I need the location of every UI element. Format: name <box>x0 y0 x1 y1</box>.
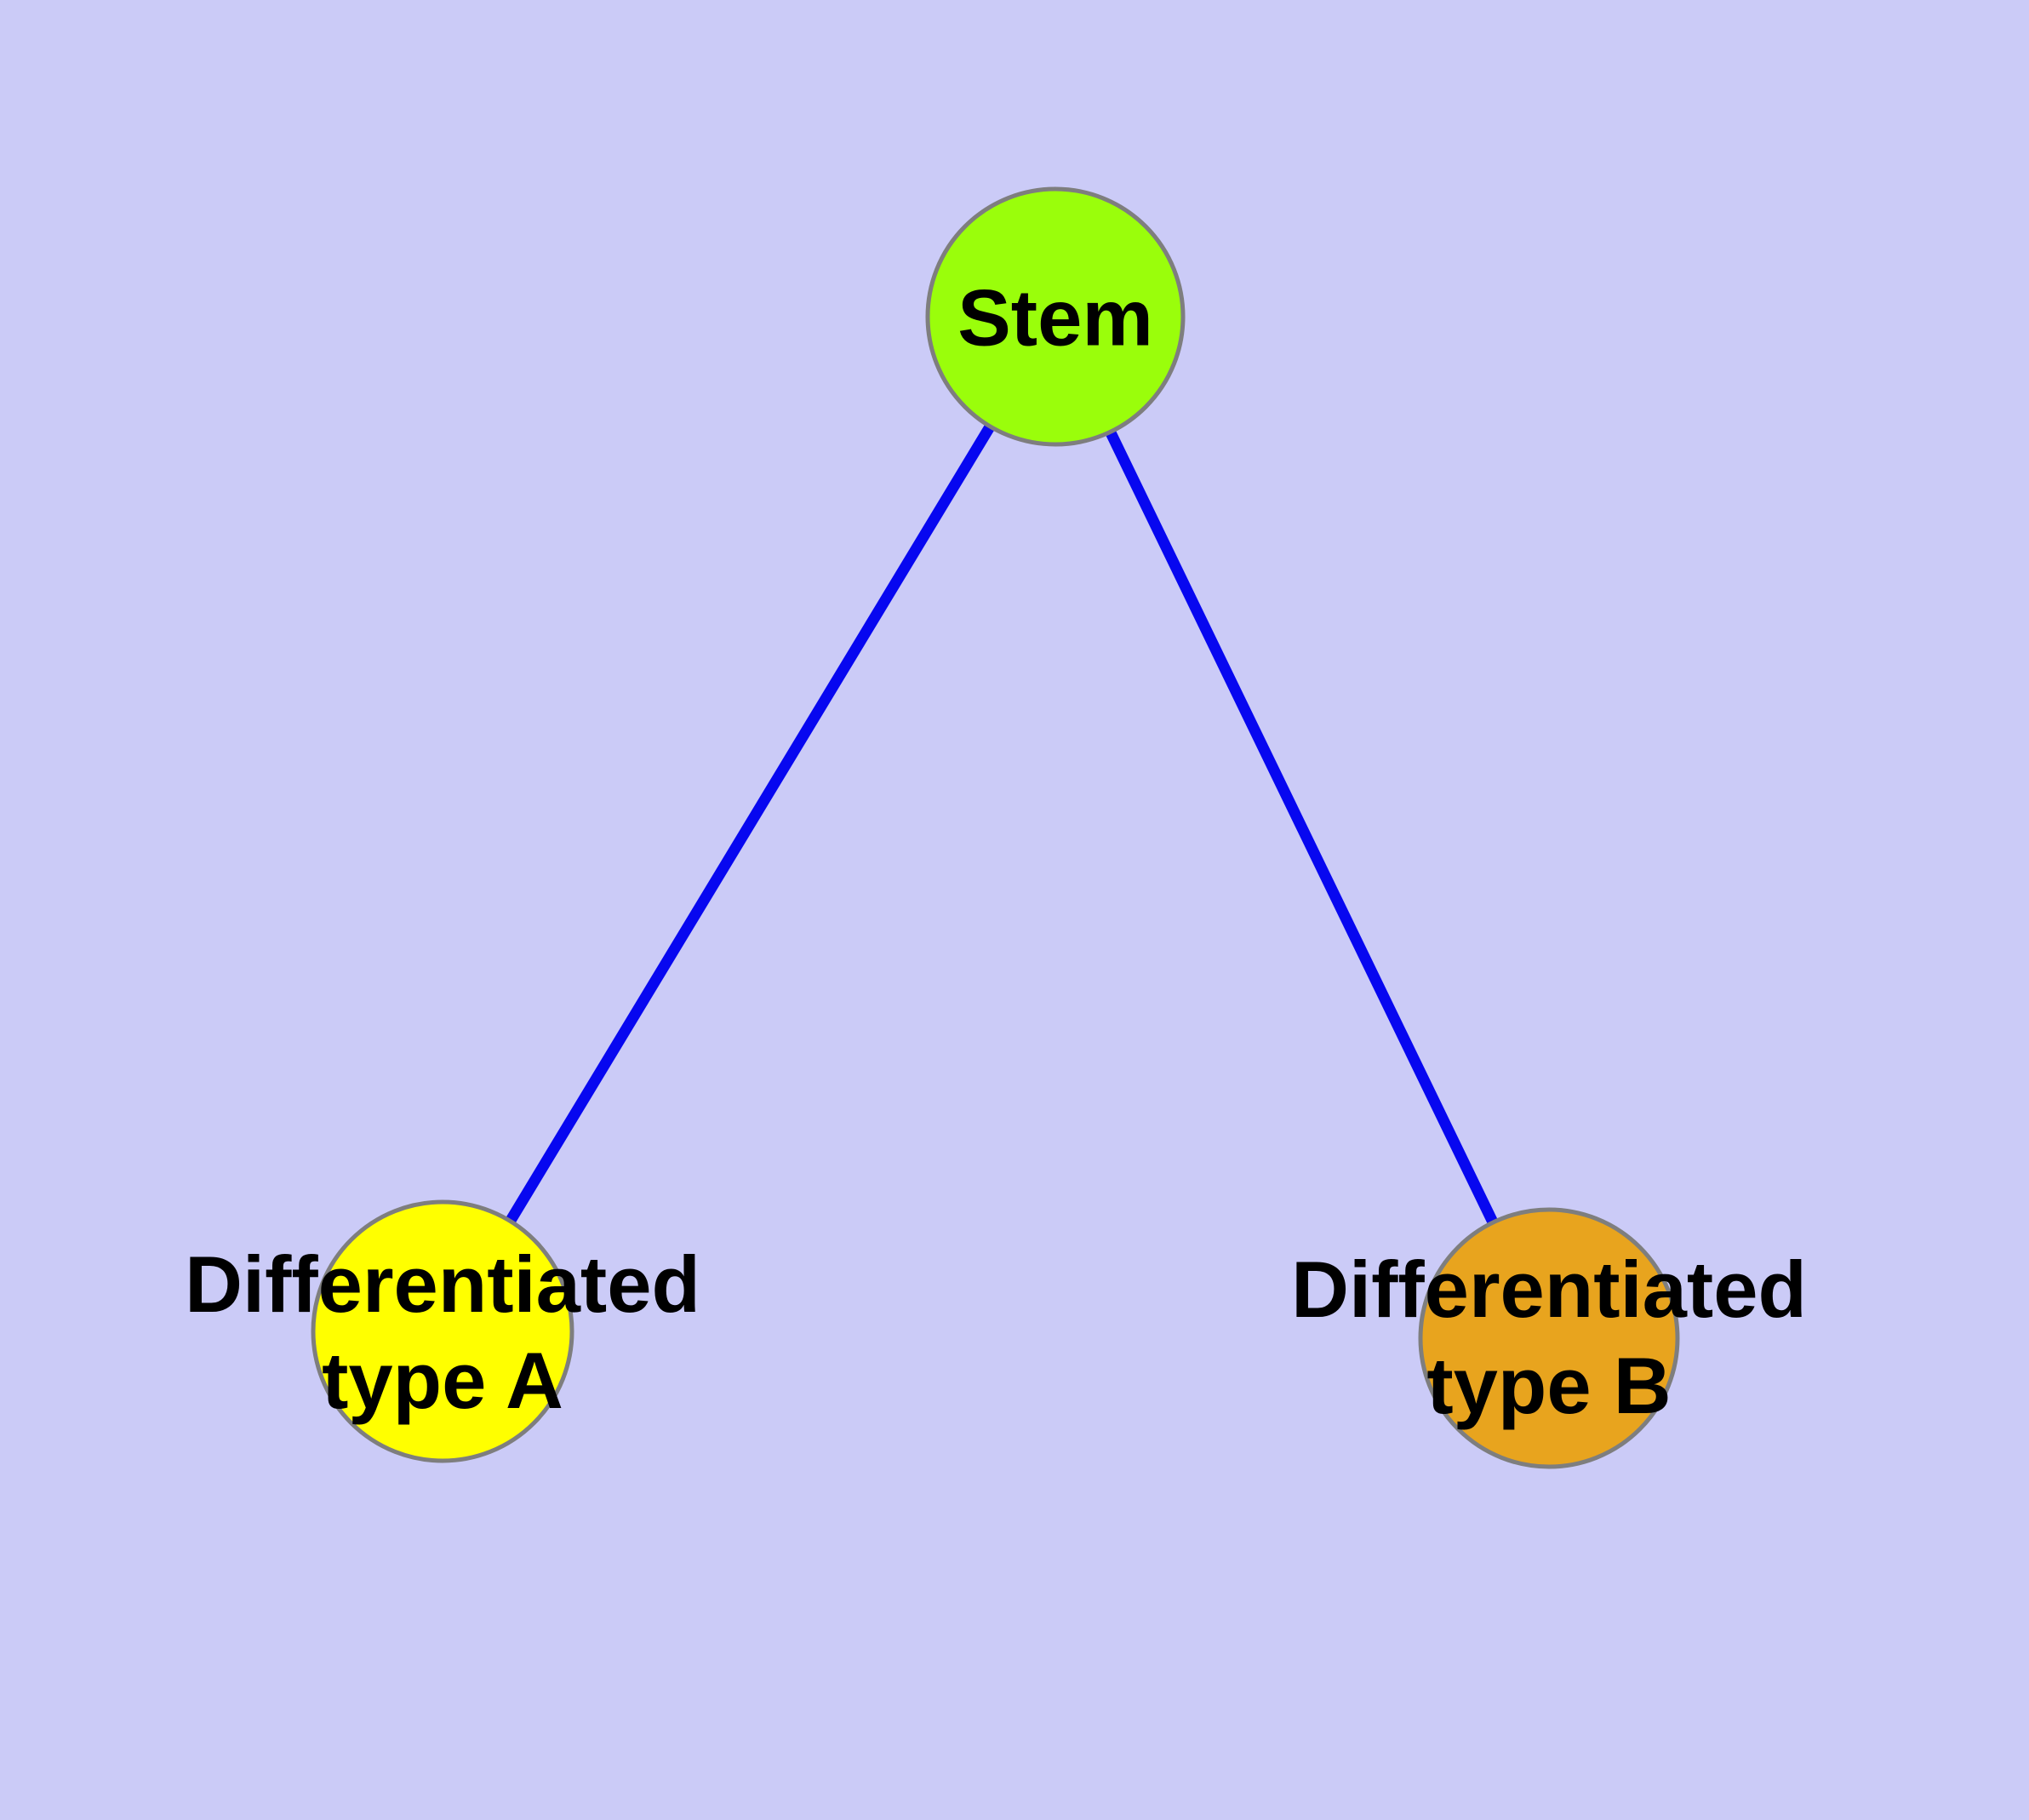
edge-stem-to-type-b <box>1050 316 1554 1341</box>
node-stem-circle <box>925 186 1186 447</box>
node-type-b-circle <box>1418 1207 1680 1469</box>
node-type-a-circle <box>311 1199 574 1463</box>
edge-stem-to-type-a <box>437 315 1060 1336</box>
